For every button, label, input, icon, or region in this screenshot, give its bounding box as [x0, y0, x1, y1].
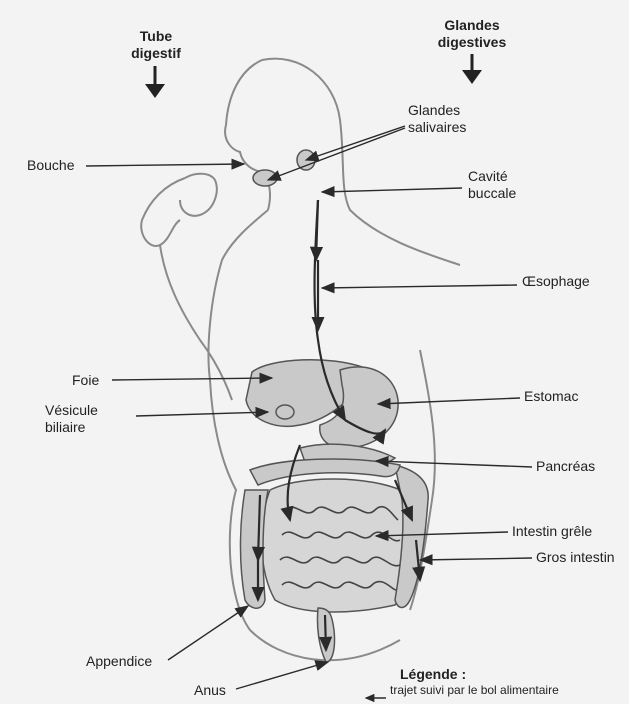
label-glandes-salivaires-line-2: salivaires [408, 119, 466, 136]
gros-intestin-leader [420, 558, 532, 560]
label-appendice: Appendice [86, 653, 152, 670]
glandes-digestives-header: Glandes digestives [424, 17, 520, 51]
glandes-header-arrow [462, 54, 482, 84]
label-glandes-salivaires-line-1: Glandes [408, 102, 466, 119]
label-vesicule-biliaire: Vésicule biliaire [45, 402, 98, 436]
vesicule-leader [136, 412, 268, 416]
organs [240, 150, 428, 662]
foie-leader [112, 378, 272, 380]
label-bouche: Bouche [27, 157, 74, 174]
oesophage-leader [322, 285, 517, 288]
glandes-salivaires-leader-2 [268, 128, 405, 180]
label-pancreas: Pancréas [536, 458, 595, 475]
label-cavite-buccale: Cavité buccale [468, 168, 516, 202]
label-vesicule-line-2: biliaire [45, 419, 98, 436]
tube-digestif-header: Tube digestif [118, 28, 194, 62]
label-estomac: Estomac [524, 388, 578, 405]
appendice-leader [168, 606, 248, 660]
label-oesophage: Œsophage [522, 273, 590, 290]
label-intestin-grele: Intestin grêle [512, 523, 592, 540]
label-cavite-buccale-line-1: Cavité [468, 168, 516, 185]
label-gros-intestin: Gros intestin [536, 549, 615, 566]
label-cavite-buccale-line-2: buccale [468, 185, 516, 202]
label-foie: Foie [72, 372, 99, 389]
estomac-leader [378, 398, 520, 404]
tube-header-line-2: digestif [118, 45, 194, 62]
label-anus: Anus [194, 682, 226, 699]
anus-leader [236, 662, 328, 689]
cavite-buccale-leader [322, 188, 462, 192]
tube-header-line-1: Tube [118, 28, 194, 45]
legend-text: trajet suivi par le bol alimentaire [390, 683, 559, 697]
label-glandes-salivaires: Glandes salivaires [408, 102, 466, 136]
bouche-leader [86, 164, 244, 166]
glandes-header-line-1: Glandes [424, 17, 520, 34]
label-vesicule-line-1: Vésicule [45, 402, 98, 419]
tube-header-arrow [145, 66, 165, 98]
legend-title: Légende : [400, 666, 466, 682]
glandes-header-line-2: digestives [424, 34, 520, 51]
glandes-salivaires-leader-1 [306, 126, 405, 160]
